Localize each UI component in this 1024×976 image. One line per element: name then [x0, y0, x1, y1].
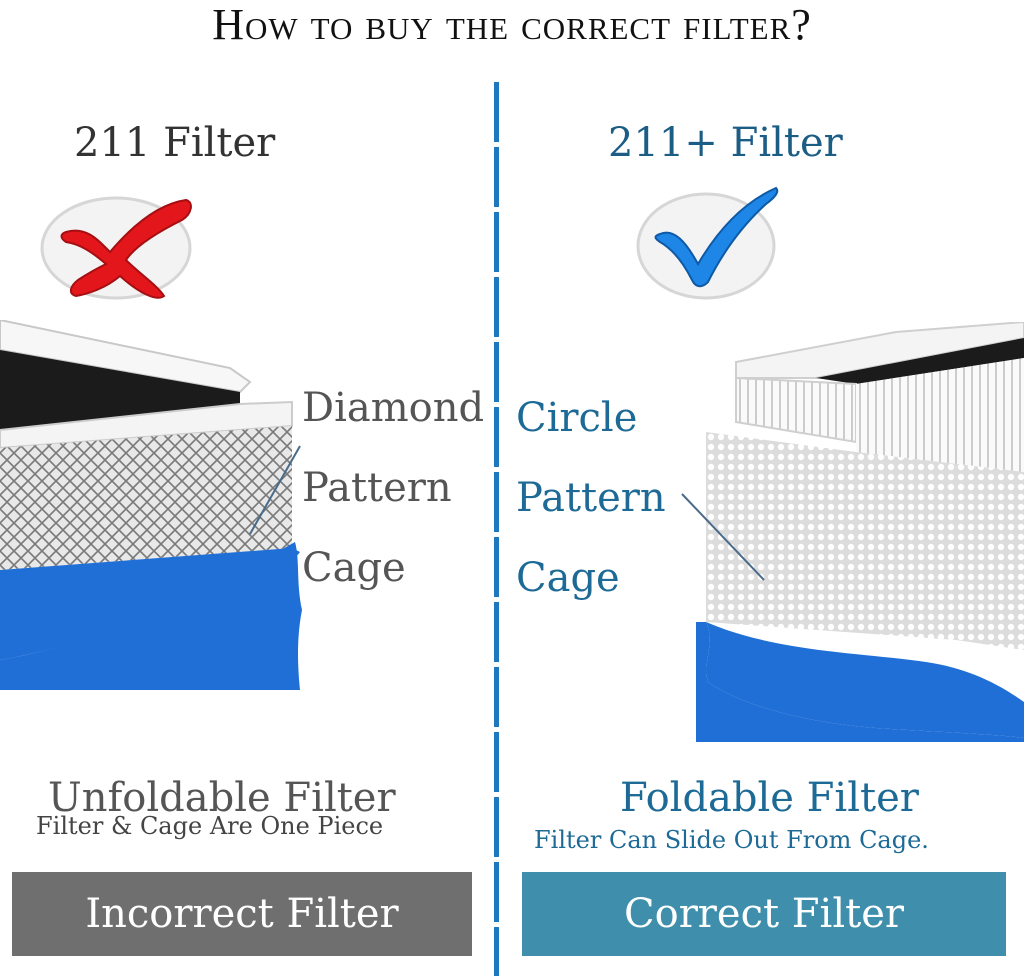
circle-pointer-line [681, 493, 765, 581]
right-type-note: Filter Can Slide Out From Cage. [534, 826, 929, 854]
left-cage-label-3: Cage [302, 545, 406, 591]
left-type-note: Filter & Cage Are One Piece [36, 812, 384, 840]
right-heading: 211+ Filter [608, 120, 843, 166]
right-type-title: Foldable Filter [620, 775, 919, 821]
center-divider [494, 82, 499, 976]
correct-filter-button[interactable]: Correct Filter [522, 872, 1006, 956]
right-cage-label-1: Circle [516, 395, 638, 441]
page-title: How to buy the correct filter? [212, 0, 812, 49]
diamond-pointer-line [249, 445, 301, 535]
left-cage-label-1: Diamond [302, 385, 485, 431]
red-x-icon [40, 196, 192, 300]
left-heading: 211 Filter [74, 120, 276, 166]
foldable-filter-image [696, 322, 1024, 742]
left-cage-label-2: Pattern [302, 465, 452, 511]
right-cage-label-3: Cage [516, 555, 620, 601]
unfoldable-filter-image [0, 320, 302, 690]
blue-check-icon [636, 186, 779, 300]
right-cage-label-2: Pattern [516, 475, 666, 521]
left-type-title: Unfoldable Filter [48, 775, 396, 821]
incorrect-filter-button[interactable]: Incorrect Filter [12, 872, 472, 956]
